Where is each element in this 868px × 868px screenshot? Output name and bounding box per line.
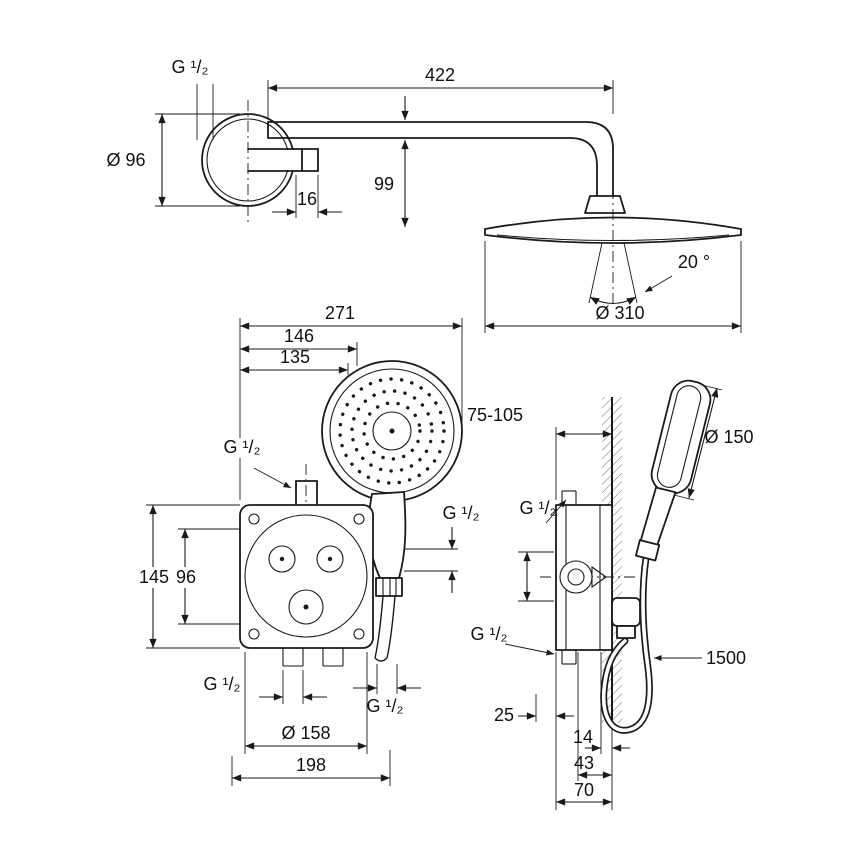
- handle-nut-side: [635, 539, 661, 562]
- corner-screw: [248, 628, 260, 640]
- mixer-box-front: [239, 464, 374, 667]
- dim-label-drop-height: 99: [374, 174, 394, 194]
- shower-arm: [267, 121, 614, 197]
- dim-arm-length: 422: [267, 65, 614, 118]
- bottom-port-side: [561, 650, 577, 665]
- dim-flange-depth: 16: [272, 175, 342, 218]
- valve-outlet-cone: [591, 565, 607, 589]
- bottom-port-left: [282, 648, 304, 667]
- valve-cartridge: [559, 560, 593, 594]
- rough-in-box: [239, 504, 374, 649]
- nozzle-ring-outer: [338, 377, 446, 485]
- dim-drop-height: 99: [374, 96, 409, 227]
- dim-label-hose-length: 1500: [706, 648, 746, 668]
- handle-connector: [375, 577, 403, 597]
- control-button-right: [316, 545, 344, 573]
- dim-label-depth-43: 43: [574, 753, 594, 773]
- control-button-left: [268, 545, 296, 573]
- dim-label-flange-diameter: Ø 96: [106, 150, 145, 170]
- hose-nut: [616, 625, 636, 639]
- top-pipe-stub: [295, 480, 318, 506]
- dim-label-port-spacing: 96: [176, 567, 196, 587]
- dim-head-diameter: Ø 310: [484, 241, 742, 333]
- dim-label-arm-length: 422: [425, 65, 455, 85]
- dim-label-depth-70: 70: [574, 780, 594, 800]
- ball-joint: [584, 195, 626, 214]
- dim-label-depth-14: 14: [573, 727, 593, 747]
- hose-side: [600, 554, 653, 734]
- view-mixer-front: 271 146 135: [137, 303, 480, 786]
- dim-label-box-height: 145: [139, 567, 169, 587]
- dim-bottom-right-thread: G ¹/₂: [353, 664, 421, 716]
- dim-valve-port: [518, 551, 554, 602]
- top-port-side: [561, 490, 577, 505]
- nozzle-ring-inner: [362, 401, 422, 461]
- dim-label-top-thread: G ¹/₂: [224, 437, 261, 457]
- dim-flange-diameter: Ø 96: [106, 113, 240, 207]
- dim-hose-thread: G ¹/₂: [404, 503, 480, 593]
- bottom-port-right: [322, 648, 344, 667]
- dim-side-bottom-thread: G ¹/₂: [471, 624, 555, 656]
- spray-cone: [588, 242, 638, 305]
- corner-screw: [353, 513, 365, 525]
- hand-shower-handle: [367, 491, 407, 579]
- dim-label-arm-thread: G ¹/₂: [172, 57, 209, 77]
- dim-spray-angle: 20 °: [644, 252, 710, 293]
- dim-label-side-top-thread: G ¹/₂: [520, 498, 557, 518]
- dim-install-depth: 75-105: [467, 405, 612, 500]
- dim-hose-length: 1500: [654, 648, 746, 668]
- hand-shower-handle-side: [639, 486, 677, 548]
- corner-screw: [248, 513, 260, 525]
- dim-label-holder-offset: 146: [284, 326, 314, 346]
- dim-holder-offset: 146: [240, 326, 358, 366]
- dim-label-box-width: 198: [296, 755, 326, 775]
- dim-label-spray-angle: 20 °: [678, 252, 710, 272]
- dim-label-overall-width: 271: [325, 303, 355, 323]
- dim-label-bottom-left-thread: G ¹/₂: [204, 674, 241, 694]
- dim-label-flange-depth: 16: [297, 189, 317, 209]
- hand-shower-side: [635, 379, 712, 562]
- dim-outlet-offset: 135: [240, 347, 349, 375]
- dim-label-side-bottom-thread: G ¹/₂: [471, 624, 508, 644]
- corner-screw: [353, 628, 365, 640]
- dim-label-install-depth: 75-105: [467, 405, 523, 425]
- dim-hand-shower-diameter: Ø 150: [673, 384, 754, 501]
- mixer-box-side: [540, 490, 636, 665]
- dim-label-hand-shower-diameter: Ø 150: [704, 427, 753, 447]
- dim-label-hose-thread: G ¹/₂: [443, 503, 480, 523]
- spray-mode-button: [372, 411, 412, 451]
- view-head-side: 422 99 20 ° Ø 310: [267, 65, 742, 333]
- dim-arm-thread: G ¹/₂: [172, 57, 214, 140]
- dim-box-width: 198: [231, 750, 391, 786]
- dim-bottom-depths: 25 14 43 70: [494, 652, 630, 810]
- dim-side-top-thread: G ¹/₂: [520, 498, 567, 524]
- dim-label-bottom-right-thread: G ¹/₂: [367, 696, 404, 716]
- dim-plate-diameter: Ø 158: [244, 652, 368, 754]
- cover-plate: [244, 514, 368, 638]
- dim-bottom-left-thread: G ¹/₂: [204, 670, 327, 704]
- hose-front: [374, 595, 396, 662]
- dim-label-head-diameter: Ø 310: [595, 303, 644, 323]
- view-mixer-side: 75-105 G ¹/₂ G ¹/₂ 25 14: [467, 379, 754, 810]
- dim-label-depth-25: 25: [494, 705, 514, 725]
- wall-hose-elbow: [611, 597, 641, 627]
- view-arm-front: G ¹/₂ Ø 96 16: [106, 57, 342, 222]
- shower-arm-stub: [247, 148, 319, 172]
- dim-top-thread: G ¹/₂: [220, 437, 292, 489]
- dim-label-plate-diameter: Ø 158: [281, 723, 330, 743]
- nozzle-ring-middle: [350, 389, 434, 473]
- dim-label-outlet-offset: 135: [280, 347, 310, 367]
- thermostat-knob: [288, 589, 324, 625]
